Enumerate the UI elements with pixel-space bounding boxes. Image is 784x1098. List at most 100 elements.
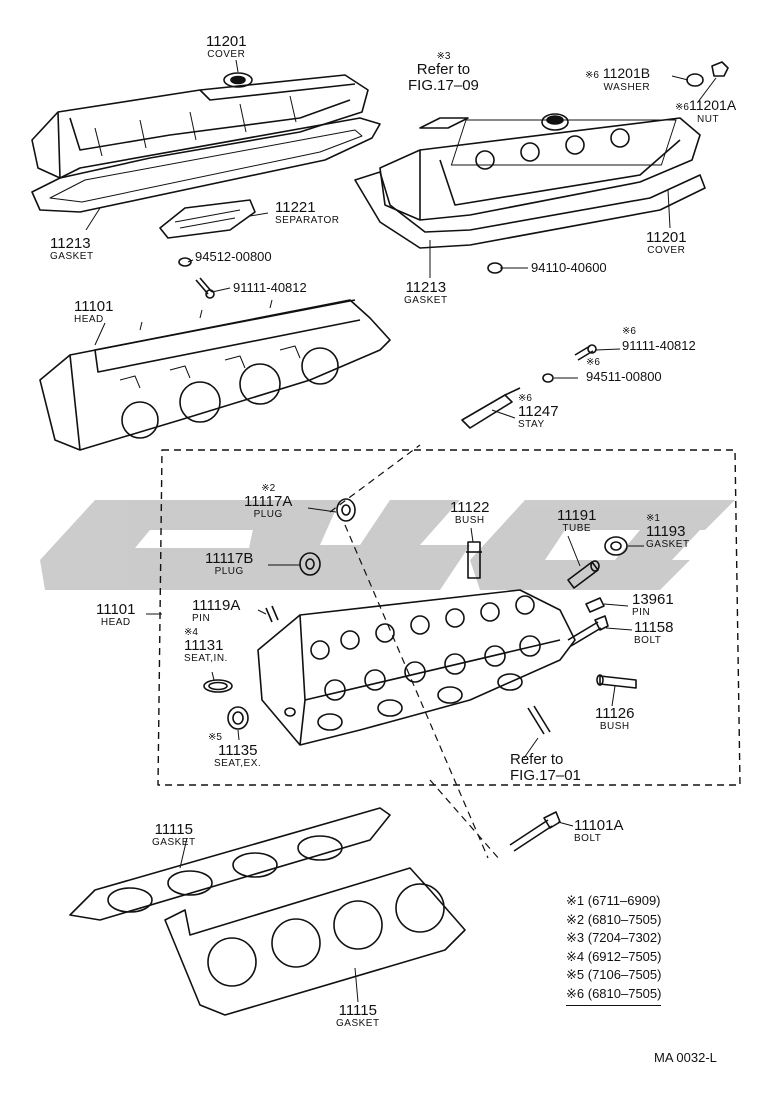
part-name: PIN <box>632 607 651 618</box>
note-mark: ※6 <box>585 70 599 81</box>
bolt-91111-upper <box>195 277 215 299</box>
label-cover-right: 11201 COVER <box>646 230 687 256</box>
part-name: BOLT <box>634 635 662 646</box>
legend-item: ※5 (7106–7505) <box>566 967 662 983</box>
cylinder-head-upper <box>39 299 391 451</box>
part-number: 11193 <box>646 523 686 540</box>
part-name: HEAD <box>74 314 104 325</box>
label-stay: ※6 11247 STAY <box>518 394 559 430</box>
part-number: 11101A <box>574 817 624 834</box>
label-plug-a: ※2 11117A PLUG <box>244 484 292 520</box>
part-number: 94511-00800 <box>586 369 662 384</box>
label-nut-94512: 94512-00800 <box>195 250 272 263</box>
pin-11119a <box>265 605 279 623</box>
note-mark: ※3 <box>436 51 451 62</box>
stay-11247 <box>461 387 521 429</box>
label-separator: 11221 SEPARATOR <box>275 200 340 226</box>
part-name: HEAD <box>100 617 131 628</box>
nut-94512 <box>178 257 192 267</box>
group-dashed-box <box>157 449 741 786</box>
part-name: GASKET <box>50 251 94 262</box>
nut-94110 <box>487 262 503 274</box>
part-number: 11247 <box>518 403 559 420</box>
bush-11126 <box>596 674 637 689</box>
part-number: 11201B <box>602 65 651 81</box>
part-name: WASHER <box>603 82 651 93</box>
bolt-11158 <box>567 615 609 647</box>
label-gasket-top: 11213 GASKET <box>50 236 94 262</box>
part-number: 11101 <box>74 298 114 315</box>
pin-13961 <box>585 597 605 613</box>
tube-11191 <box>567 560 600 589</box>
note-mark: ※6 <box>622 326 636 337</box>
part-name: SEAT,IN. <box>184 653 228 664</box>
washer-94511 <box>542 373 554 383</box>
part-number: 13961 <box>632 591 674 608</box>
note-mark: ※6 <box>675 102 689 113</box>
gasket-11193 <box>604 536 628 556</box>
part-number: 11119A <box>192 597 241 614</box>
production-period-legend: ※1 (6711–6909) ※2 (6810–7505) ※3 (7204–7… <box>566 892 662 1006</box>
legend-item: ※6 (6810–7505) <box>566 985 662 1006</box>
part-name: BUSH <box>454 515 485 526</box>
part-name: NUT <box>697 114 720 125</box>
label-gasket-115a: 11115 GASKET <box>152 822 196 848</box>
part-name: PLUG <box>253 509 283 520</box>
part-name: PLUG <box>214 566 244 577</box>
valve-cover-right <box>379 113 701 221</box>
label-washer: ※6 11201B WASHER <box>585 66 650 93</box>
part-name: SEPARATOR <box>275 215 340 226</box>
part-number: 11158 <box>634 619 674 636</box>
part-number: 11122 <box>450 499 490 516</box>
label-cover-top: 11201 COVER <box>206 34 247 60</box>
ref-text: Refer to <box>416 61 471 78</box>
part-number: 94512-00800 <box>195 249 272 264</box>
part-number: 11117A <box>244 493 293 510</box>
gasket-right <box>354 171 706 249</box>
part-name: SEAT,EX. <box>214 758 262 769</box>
ref-text: Refer to <box>510 751 564 768</box>
part-name: STAY <box>518 419 545 430</box>
part-number: 11117B <box>205 550 254 567</box>
note-mark: ※5 <box>208 732 222 743</box>
part-number: 11221 <box>275 199 316 216</box>
diagram-code: MA 0032-L <box>654 1050 717 1065</box>
part-number: 11135 <box>218 742 258 759</box>
note-mark: ※2 <box>261 483 276 494</box>
leader-lines <box>85 59 717 1003</box>
part-name: COVER <box>647 245 686 256</box>
label-bush-126: 11126 BUSH <box>595 706 635 732</box>
part-number: 11201 <box>646 229 687 246</box>
part-number: 11213 <box>50 235 91 252</box>
part-number: 11101 <box>96 601 136 618</box>
bush-11122 <box>466 541 482 579</box>
part-number: 94110-40600 <box>531 260 607 275</box>
label-gasket-right: 11213 GASKET <box>404 280 448 306</box>
nut-11201a <box>711 61 729 77</box>
legend-item: ※3 (7204–7302) <box>566 930 662 946</box>
legend-item: ※2 (6810–7505) <box>566 911 662 927</box>
label-ref-1709: ※3 Refer to FIG.17–09 <box>408 52 479 94</box>
seat-in-11131 <box>203 679 233 693</box>
part-name: BOLT <box>574 833 602 844</box>
head-gasket-lower <box>164 867 466 1016</box>
valve-cover-left <box>31 72 369 179</box>
part-name: GASKET <box>152 837 196 848</box>
cylinder-head-middle <box>257 589 576 746</box>
label-bolt-91111a: 91111-40812 <box>233 281 307 294</box>
part-number: 91111-40812 <box>622 338 696 353</box>
watermark-logo <box>40 500 735 590</box>
label-head-top: 11101 HEAD <box>74 299 114 325</box>
part-number: 11201 <box>206 33 247 50</box>
part-name: GASKET <box>404 295 448 306</box>
head-gasket-upper <box>69 807 391 921</box>
part-name: COVER <box>207 49 246 60</box>
part-number: 11213 <box>405 279 447 296</box>
part-number: 11115 <box>154 821 193 838</box>
label-plug-b: 11117B PLUG <box>205 551 253 577</box>
part-number: 91111-40812 <box>233 280 307 295</box>
label-ref-1701: Refer to FIG.17–01 <box>510 752 581 784</box>
label-bush-122: 11122 BUSH <box>450 500 490 526</box>
washer-11201b <box>686 73 704 87</box>
label-bolt-101a: 11101A BOLT <box>574 818 624 844</box>
